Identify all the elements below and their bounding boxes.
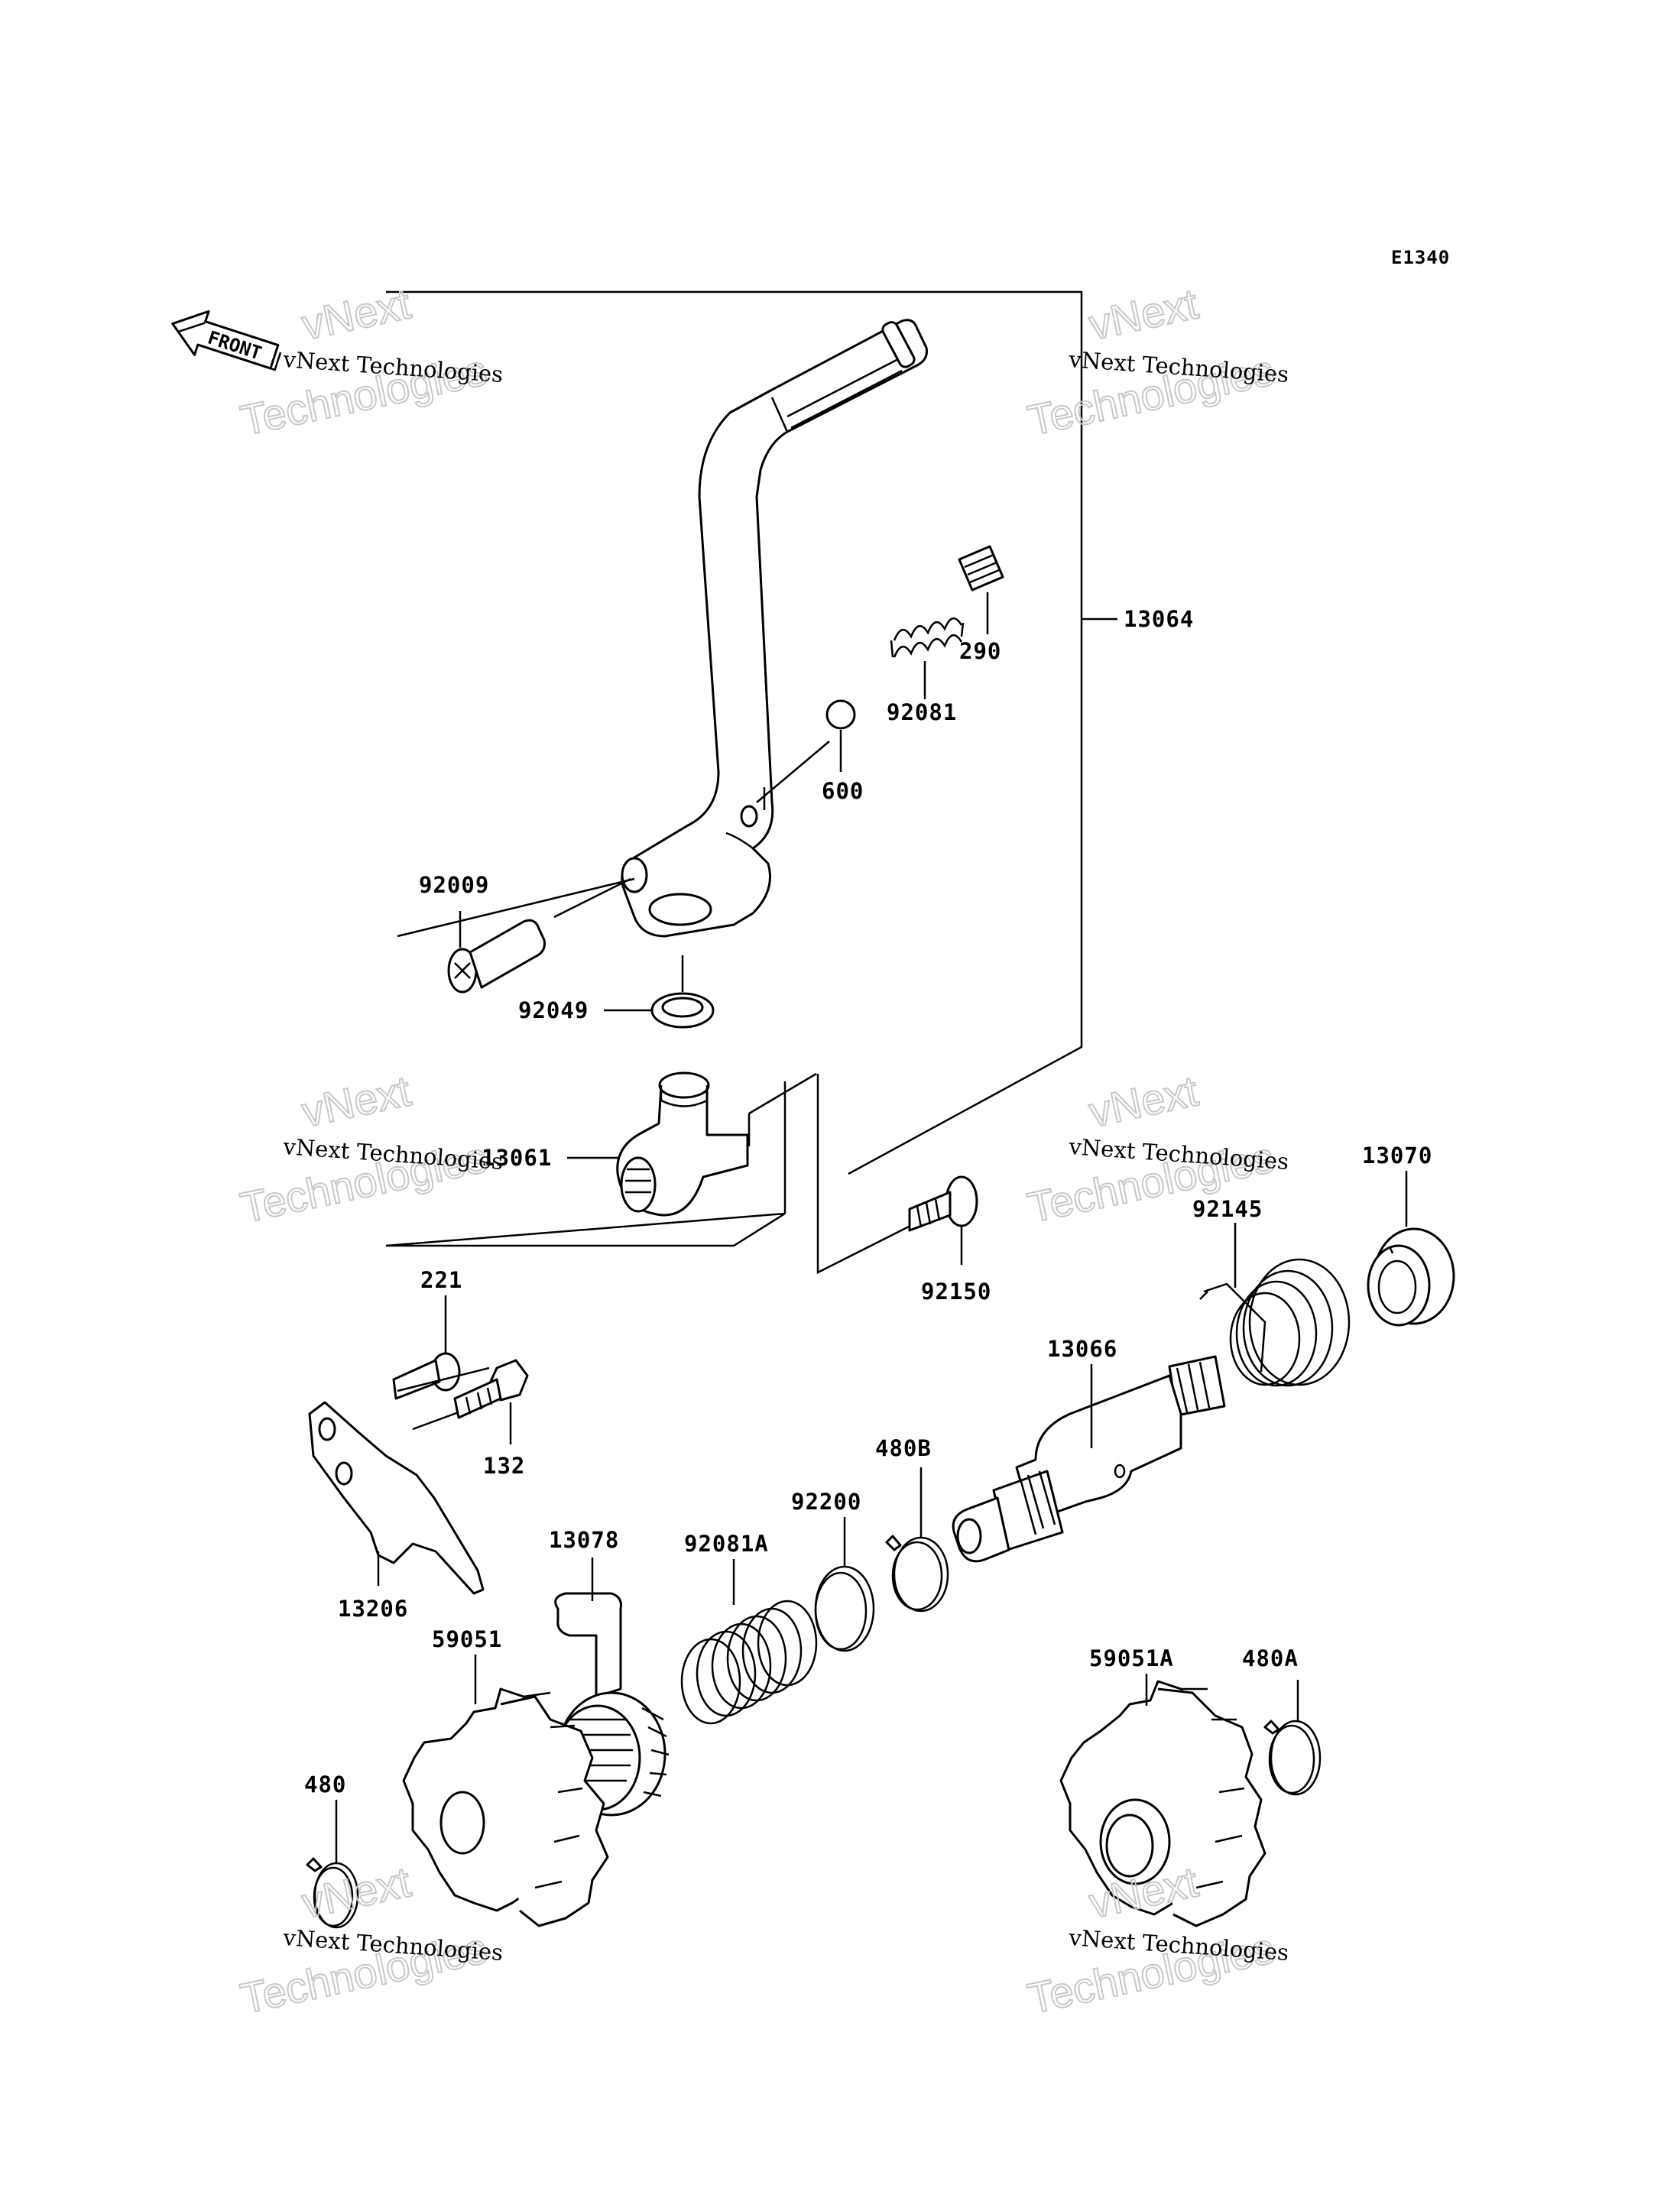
- leader-lines: [335, 592, 1408, 1863]
- callout-92145: 92145: [1192, 1196, 1263, 1222]
- lever-13206: [308, 1401, 485, 1595]
- callout-59051A: 59051A: [1089, 1645, 1174, 1671]
- callout-480B: 480B: [875, 1435, 932, 1461]
- bolt-92150: [908, 1175, 978, 1232]
- washer-92049: [650, 992, 715, 1029]
- shaft-13066: [952, 1355, 1226, 1563]
- watermark-middle-left: vNext Technologies vNext Technologies: [235, 1065, 504, 1232]
- callout-92081A: 92081A: [684, 1531, 769, 1557]
- ball-600: [825, 699, 856, 730]
- watermark-top-right: vNext Technologies vNext Technologies: [1023, 278, 1289, 445]
- callout-480A: 480A: [1242, 1645, 1299, 1671]
- callout-480: 480: [304, 1771, 346, 1797]
- callout-59051: 59051: [432, 1626, 502, 1652]
- callout-600: 600: [822, 778, 864, 804]
- callout-labels: 13064 290 92081 600 92009 92049 13061 92…: [304, 606, 1432, 1797]
- callout-13206: 13206: [338, 1596, 408, 1622]
- kick-lever: [621, 319, 928, 938]
- callout-13078: 13078: [549, 1527, 619, 1553]
- callout-132: 132: [483, 1453, 525, 1479]
- callout-13064: 13064: [1124, 606, 1194, 632]
- pin-221: [392, 1352, 461, 1400]
- gear-59051: [402, 1687, 609, 1927]
- washer-92200: [814, 1565, 875, 1652]
- spring-290: [958, 545, 1004, 592]
- callout-290: 290: [959, 638, 1001, 664]
- callout-13066: 13066: [1047, 1336, 1117, 1362]
- gear-59051A: [1059, 1680, 1266, 1927]
- svg-text:vNext: vNext: [1085, 1066, 1202, 1136]
- spring-92081A: [680, 1600, 818, 1725]
- circlip-480B: [885, 1535, 949, 1613]
- bolt-92009: [447, 919, 546, 994]
- callout-13061: 13061: [482, 1145, 552, 1171]
- svg-text:vNext: vNext: [1085, 279, 1202, 348]
- assembly-box-13064: [385, 290, 1083, 1275]
- collar-13070: [1367, 1227, 1455, 1327]
- callout-92081: 92081: [887, 699, 957, 725]
- callout-92200: 92200: [791, 1489, 861, 1515]
- spring-92081: [890, 618, 965, 658]
- torsion-spring-92145: [1199, 1258, 1351, 1387]
- callout-92150: 92150: [921, 1279, 991, 1305]
- circlip-480A: [1263, 1720, 1322, 1796]
- bolt-132: [453, 1359, 529, 1419]
- callout-92009: 92009: [419, 872, 489, 898]
- diagram-code: E1340: [1391, 247, 1450, 268]
- front-arrow-icon: FRONT: [171, 310, 282, 371]
- svg-text:vNext: vNext: [297, 1066, 415, 1136]
- callout-13070: 13070: [1362, 1143, 1432, 1169]
- callout-221: 221: [420, 1267, 462, 1293]
- svg-text:vNext: vNext: [297, 279, 415, 348]
- callout-92049: 92049: [518, 997, 589, 1023]
- kick-boss-13061: [616, 1071, 749, 1217]
